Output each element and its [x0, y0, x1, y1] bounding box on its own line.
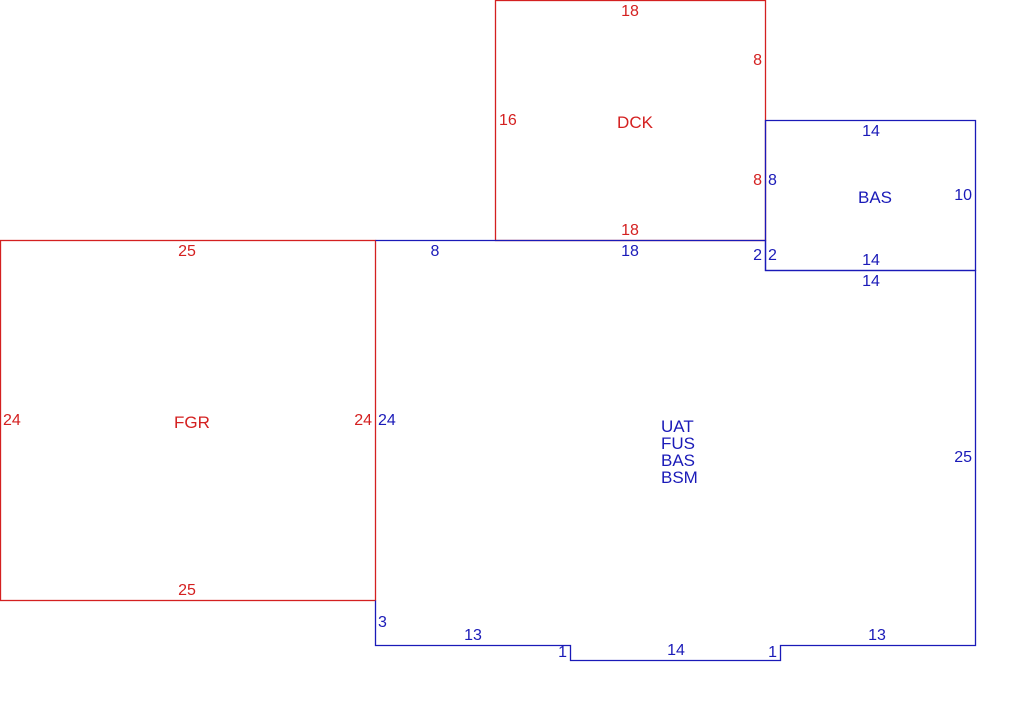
bas-small-area: BAS 14 8 10 14 2	[764, 119, 977, 272]
bas-small-dim-left: 8	[768, 172, 777, 189]
bas-small-label: BAS	[858, 188, 892, 207]
dck-dim-left: 16	[499, 112, 517, 129]
main-label-fus: FUS	[661, 434, 695, 453]
dck-dim-right-lower: 8	[753, 172, 762, 189]
main-label-bas: BAS	[661, 451, 695, 470]
main-dim-step-right: 1	[768, 644, 777, 661]
fgr-dim-bottom: 25	[178, 582, 196, 599]
main-dim-left: 24	[378, 412, 396, 429]
main-dim-bottom-left: 13	[464, 627, 482, 644]
fgr-dim-top: 25	[178, 243, 196, 260]
main-dim-bottom-right: 13	[868, 627, 886, 644]
dck-area: DCK 18 8 16 8 18	[494, 0, 767, 242]
dck-dim-bottom: 18	[621, 222, 639, 239]
main-dim-left-lower: 3	[378, 614, 387, 631]
main-dim-step-left: 1	[558, 644, 567, 661]
main-label-uat: UAT	[661, 417, 694, 436]
main-area: UAT FUS BAS BSM 8 18 2 14 24 25 3 13 1 1…	[374, 239, 977, 662]
fgr-dim-right: 24	[354, 412, 372, 429]
fgr-area: FGR 25 24 24 25	[0, 239, 377, 602]
bas-small-dim-top: 14	[862, 123, 880, 140]
main-dim-bottom-mid: 14	[667, 642, 685, 659]
bas-small-dim-right: 10	[954, 187, 972, 204]
fgr-label: FGR	[174, 413, 210, 432]
bas-small-dim-bottom: 14	[862, 252, 880, 269]
main-dim-top-mid: 18	[621, 243, 639, 260]
bas-small-dim-left-lower: 2	[768, 247, 777, 264]
main-dim-top-right: 14	[862, 273, 880, 290]
main-dim-right: 25	[954, 449, 972, 466]
dck-dim-top: 18	[621, 3, 639, 20]
main-dim-notch-left: 2	[753, 247, 762, 264]
dck-label: DCK	[617, 113, 654, 132]
main-dim-top-left: 8	[431, 243, 440, 260]
fgr-outline	[0, 239, 377, 602]
fgr-dim-left: 24	[3, 412, 21, 429]
dck-dim-right-upper: 8	[753, 52, 762, 69]
main-label-bsm: BSM	[661, 468, 698, 487]
main-outline	[374, 239, 977, 662]
